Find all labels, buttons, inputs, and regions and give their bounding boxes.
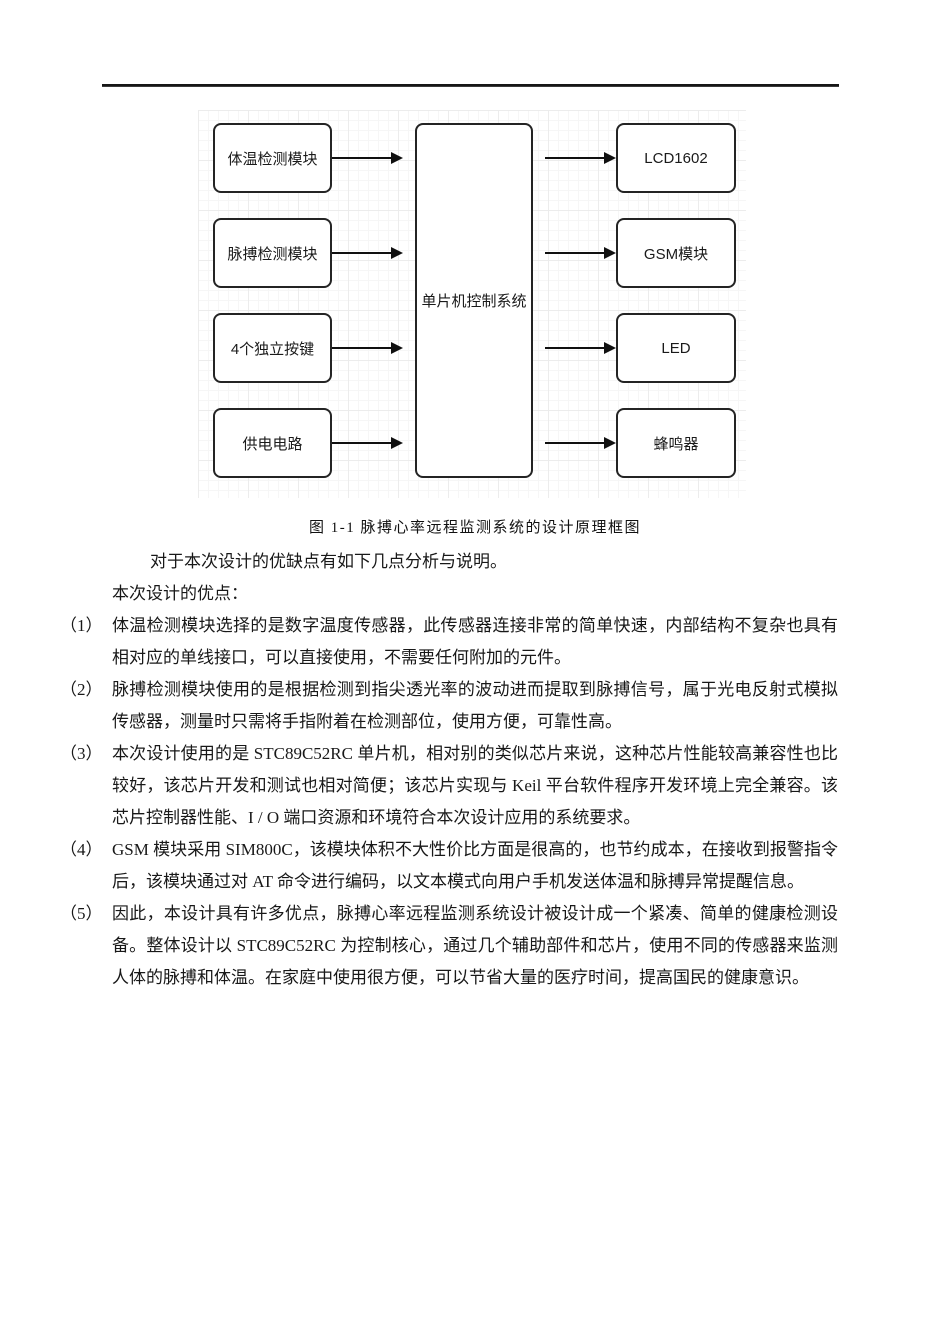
body-text: 对于本次设计的优缺点有如下几点分析与说明。 本次设计的优点： （1） 体温检测模… (60, 546, 838, 994)
arrow-mcu-to-buzzer (545, 437, 616, 449)
arrow-mcu-to-led (545, 342, 616, 354)
list-item-4: （4） GSM 模块采用 SIM800C，该模块体积不大性价比方面是很高的，也节… (60, 834, 838, 898)
arrow-mcu-to-lcd (545, 152, 616, 164)
diagram-box-label: GSM模块 (643, 245, 709, 263)
list-text: 体温检测模块选择的是数字温度传感器，此传感器连接非常的简单快速，内部结构不复杂也… (112, 616, 838, 667)
diagram-box-label: 蜂鸣器 (653, 435, 699, 453)
list-text: 因此，本设计具有许多优点，脉搏心率远程监测系统设计被设计成一个紧凑、简单的健康检… (112, 904, 838, 987)
diagram-box-power-circuit: 供电电路 (213, 408, 332, 478)
list-item-2: （2） 脉搏检测模块使用的是根据检测到指尖透光率的波动进而提取到脉搏信号，属于光… (60, 674, 838, 738)
diagram-box-label: 单片机控制系统 (421, 293, 527, 310)
diagram-box-temperature-module: 体温检测模块 (213, 123, 332, 193)
diagram-box-lcd1602: LCD1602 (616, 123, 736, 193)
diagram-box-label: LCD1602 (644, 149, 708, 167)
list-number: （2） (60, 680, 103, 699)
diagram-box-mcu-control-system: 单片机控制系统 (415, 123, 533, 478)
diagram-box-gsm-module: GSM模块 (616, 218, 736, 288)
arrow-keys-to-mcu (332, 342, 403, 354)
header-divider-rule (102, 84, 839, 87)
diagram-box-label: 4个独立按键 (230, 340, 315, 358)
list-number: （1） (60, 616, 103, 635)
diagram-box-buzzer: 蜂鸣器 (616, 408, 736, 478)
list-number: （5） (60, 904, 103, 923)
list-text: 本次设计使用的是 STC89C52RC 单片机，相对别的类似芯片来说，这种芯片性… (112, 744, 838, 827)
diagram-box-label: 体温检测模块 (227, 150, 318, 168)
diagram-box-pulse-module: 脉搏检测模块 (213, 218, 332, 288)
advantages-heading: 本次设计的优点： (112, 584, 248, 603)
list-number: （4） (60, 840, 103, 859)
diagram-box-label: 供电电路 (242, 435, 303, 453)
diagram-box-label: LED (661, 339, 691, 357)
figure-caption: 图 1-1 脉搏心率远程监测系统的设计原理框图 (309, 520, 641, 536)
list-text: GSM 模块采用 SIM800C，该模块体积不大性价比方面是很高的，也节约成本，… (112, 840, 838, 891)
list-item-1: （1） 体温检测模块选择的是数字温度传感器，此传感器连接非常的简单快速，内部结构… (60, 610, 838, 674)
arrow-power-to-mcu (332, 437, 403, 449)
arrow-temperature-to-mcu (332, 152, 403, 164)
intro-paragraph: 对于本次设计的优缺点有如下几点分析与说明。 (150, 552, 507, 571)
list-item-3: （3） 本次设计使用的是 STC89C52RC 单片机，相对别的类似芯片来说，这… (60, 738, 838, 834)
list-text: 脉搏检测模块使用的是根据检测到指尖透光率的波动进而提取到脉搏信号，属于光电反射式… (112, 680, 838, 731)
arrow-mcu-to-gsm (545, 247, 616, 259)
arrow-pulse-to-mcu (332, 247, 403, 259)
list-number: （3） (60, 744, 103, 763)
diagram-box-led: LED (616, 313, 736, 383)
block-diagram: 体温检测模块 脉搏检测模块 4个独立按键 供电电路 单片机控制系统 LCD160… (198, 110, 746, 498)
list-item-5: （5） 因此，本设计具有许多优点，脉搏心率远程监测系统设计被设计成一个紧凑、简单… (60, 898, 838, 994)
diagram-box-keys: 4个独立按键 (213, 313, 332, 383)
diagram-box-label: 脉搏检测模块 (227, 245, 318, 263)
